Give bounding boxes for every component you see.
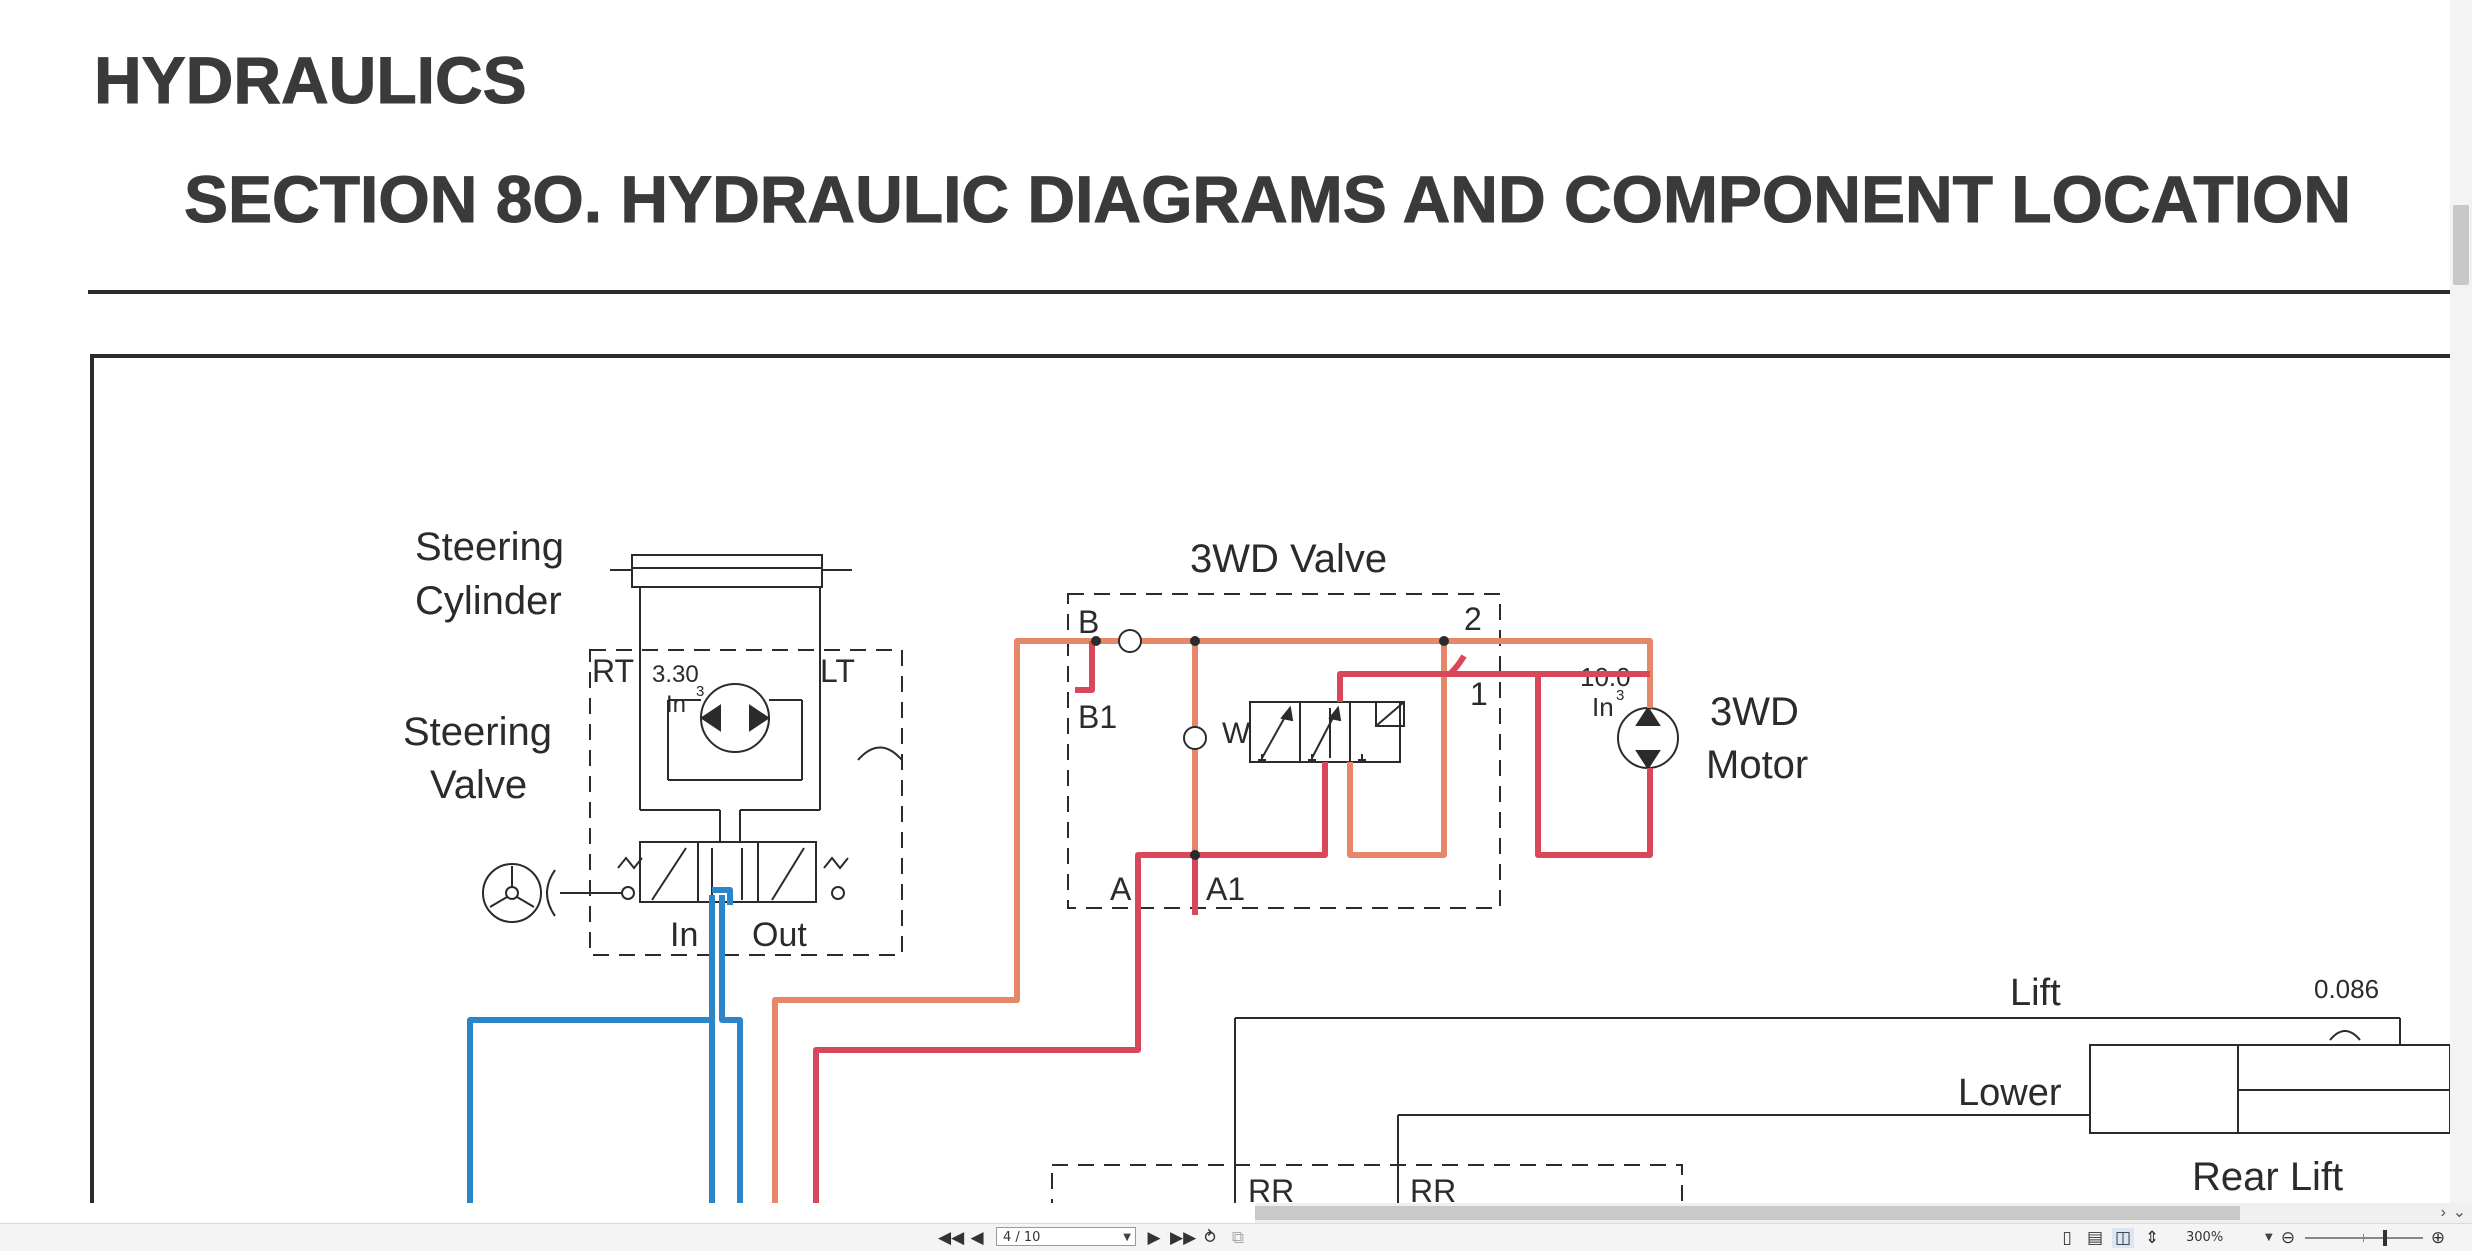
vertical-scrollbar[interactable] xyxy=(2450,0,2472,1203)
zoom-dropdown-icon[interactable]: ▼ xyxy=(2265,1232,2273,1243)
lift-circuit xyxy=(1051,1017,2450,1203)
page-heading: HYDRAULICS xyxy=(94,43,527,117)
rotate-icon[interactable]: ⥁ xyxy=(1204,1228,1216,1248)
zoom-slider-thumb[interactable] xyxy=(2383,1230,2387,1246)
single-page-view-icon[interactable]: ▯ xyxy=(2062,1228,2072,1248)
page-dropdown-icon[interactable]: ▼ xyxy=(1123,1232,1131,1243)
motor-label-1: 3WD xyxy=(1710,690,1799,734)
next-page-button[interactable]: ▶ xyxy=(1147,1228,1161,1248)
horizontal-scroll-thumb[interactable] xyxy=(1255,1206,2240,1220)
supply-lines xyxy=(772,638,1653,1203)
two-page-view-icon[interactable]: ◫ xyxy=(2112,1228,2134,1248)
lower-label: Lower xyxy=(1958,1072,2062,1114)
lt-label: LT xyxy=(820,653,855,689)
steering-cylinder-label-2: Cylinder xyxy=(415,579,562,623)
check-valves xyxy=(1118,629,1207,750)
return-lines xyxy=(467,887,743,1203)
steer-unit: In xyxy=(666,691,686,718)
document-viewport[interactable]: HYDRAULICS SECTION 8O. HYDRAULIC DIAGRAM… xyxy=(0,0,2450,1203)
rt-label: RT xyxy=(592,653,634,689)
steering-valve-label-2: Valve xyxy=(430,763,527,807)
chevron-down-icon[interactable]: ⌄ xyxy=(2452,1204,2466,1221)
port-w-label: W xyxy=(1222,717,1251,750)
lift-label: Lift xyxy=(2010,972,2061,1014)
port-2-label: 2 xyxy=(1464,601,1482,637)
copy-pages-icon[interactable]: ⧉ xyxy=(1231,1228,1245,1248)
port-1-label: 1 xyxy=(1470,676,1488,712)
port-b1-label: B1 xyxy=(1078,699,1117,735)
previous-page-button[interactable]: ◀ xyxy=(970,1228,984,1248)
steering-cylinder xyxy=(610,554,852,810)
section-title: SECTION 8O. HYDRAULIC DIAGRAMS AND COMPO… xyxy=(184,162,2351,236)
steer-unit-exp: 3 xyxy=(696,683,704,700)
port-a1-label: A1 xyxy=(1206,871,1245,907)
3wd-valve xyxy=(1067,593,1501,909)
horizontal-scrollbar[interactable]: › ⌄ xyxy=(1255,1203,2472,1223)
steer-displacement: 3.30 xyxy=(652,661,699,688)
document-page: HYDRAULICS SECTION 8O. HYDRAULIC DIAGRAM… xyxy=(88,43,2450,1203)
port-out-label: Out xyxy=(752,916,807,954)
3wd-motor xyxy=(1617,706,1679,770)
port-a-label: A xyxy=(1110,871,1132,907)
3wd-valve-label: 3WD Valve xyxy=(1190,537,1387,581)
zoom-level[interactable]: 300% xyxy=(2186,1230,2224,1245)
motor-unit: In xyxy=(1592,692,1614,722)
zoom-out-icon[interactable]: ⊖ xyxy=(2280,1228,2296,1248)
port-in-label: In xyxy=(670,916,698,954)
vertical-scroll-thumb[interactable] xyxy=(2453,205,2469,285)
rr-label-2: RR xyxy=(1410,1173,1456,1203)
rear-lift-label: Rear Lift xyxy=(2192,1155,2343,1199)
steering-valve-label-1: Steering xyxy=(403,710,552,754)
steering-cylinder-label-1: Steering xyxy=(415,525,564,569)
last-page-button[interactable]: ▶▶ xyxy=(1170,1228,1197,1248)
motor-label-2: Motor xyxy=(1706,743,1808,787)
viewer-toolbar: ◀◀ ◀ 4 / 10 ▼ ▶ ▶▶ ⥁ ⧉ ▯ ▤ ◫ ⇕ 300% ▼ ⊖ … xyxy=(0,1223,2472,1251)
page-indicator: 4 / 10 xyxy=(1003,1230,1041,1245)
zoom-slider[interactable] xyxy=(2305,1230,2423,1246)
continuous-view-icon[interactable]: ▤ xyxy=(2086,1228,2104,1248)
page-number-input[interactable]: 4 / 10 ▼ xyxy=(996,1227,1136,1246)
pressure-lines xyxy=(813,641,1653,1203)
rr-label-1: RR xyxy=(1248,1173,1294,1203)
first-page-button[interactable]: ◀◀ xyxy=(938,1228,965,1248)
fit-width-icon[interactable]: ⇕ xyxy=(2144,1228,2160,1248)
port-b-label: B xyxy=(1078,604,1099,640)
orifice-label: 0.086 xyxy=(2314,974,2379,1004)
zoom-in-icon[interactable]: ⊕ xyxy=(2430,1228,2446,1248)
chevron-right-icon[interactable]: › xyxy=(2440,1204,2446,1221)
motor-unit-exp: 3 xyxy=(1616,687,1624,704)
steering-valve xyxy=(482,649,903,956)
junction-dots xyxy=(1091,636,1449,860)
